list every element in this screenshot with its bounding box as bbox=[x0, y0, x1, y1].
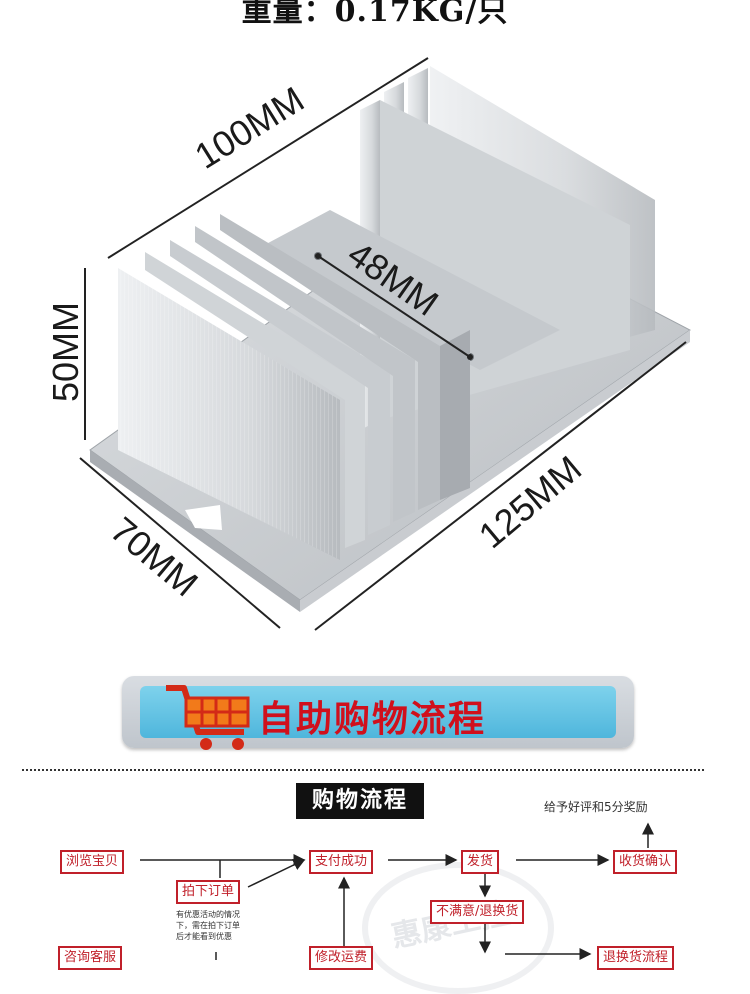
step-modify-shipping: 修改运费 bbox=[309, 946, 374, 970]
step-return-flow: 退换货流程 bbox=[597, 946, 675, 970]
step-consult: 咨询客服 bbox=[58, 946, 123, 970]
review-note: 给予好评和5分奖励 bbox=[544, 800, 648, 814]
flow-title: 购物流程 bbox=[296, 783, 424, 819]
shopping-cart-icon bbox=[166, 685, 250, 750]
dim-height: 50MM bbox=[45, 302, 86, 402]
banner-title: 自助购物流程 bbox=[258, 699, 487, 740]
front-fins bbox=[118, 214, 470, 560]
step-browse: 浏览宝贝 bbox=[60, 850, 125, 874]
step-ship: 发货 bbox=[461, 850, 500, 874]
step-confirm: 收货确认 bbox=[613, 850, 678, 874]
order-note-line-1: 有优惠活动的情况 bbox=[176, 910, 240, 919]
dotted-divider bbox=[22, 769, 704, 771]
step-order: 拍下订单 bbox=[176, 880, 241, 904]
heatsink-image: 100MM 50MM 70MM 125MM 48MM bbox=[45, 57, 691, 631]
weight-label: 重量：0.17KG/只 bbox=[241, 0, 509, 29]
dim-length: 100MM bbox=[188, 78, 312, 176]
order-note-line-3: 后才能看到优惠 bbox=[176, 932, 232, 941]
flow-arrows bbox=[140, 822, 654, 960]
order-note-line-2: 下，需在拍下订单 bbox=[176, 921, 240, 930]
step-pay: 支付成功 bbox=[309, 850, 374, 874]
step-unsatisfied: 不满意/退换货 bbox=[430, 900, 525, 924]
